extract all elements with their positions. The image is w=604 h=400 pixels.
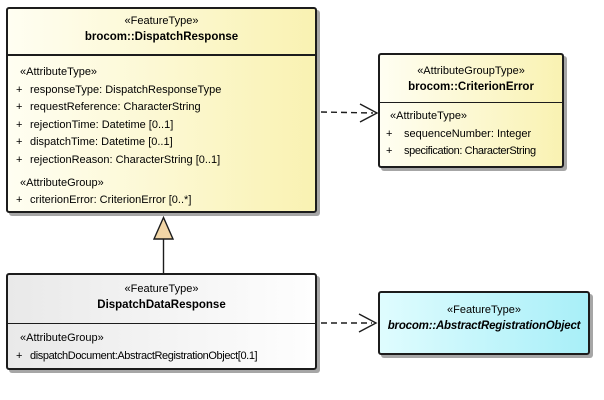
- attribute-row: + rejectionTime: Datetime [0..1]: [8, 117, 315, 135]
- class-box-dispatch-response[interactable]: «FeatureType» brocom::DispatchResponse «…: [6, 7, 317, 213]
- attribute-text: criterionError: CriterionError [0..*]: [30, 194, 192, 207]
- class-title: «FeatureType» DispatchDataResponse: [8, 275, 315, 323]
- attribute-text: rejectionReason: CharacterString [0..1]: [30, 153, 221, 166]
- class-title: «FeatureType» brocom::DispatchResponse: [8, 9, 315, 54]
- attributes-compartment: «AttributeType» + sequenceNumber: Intege…: [380, 102, 562, 161]
- attribute-text: rejectionTime: Datetime [0..1]: [30, 118, 174, 131]
- visibility: +: [16, 118, 23, 131]
- visibility: +: [16, 136, 23, 149]
- visibility: +: [386, 127, 393, 140]
- class-title: «FeatureType» brocom::AbstractRegistrati…: [380, 293, 588, 335]
- attribute-text: requestReference: CharacterString: [30, 101, 201, 114]
- visibility: +: [386, 145, 393, 158]
- attribute-row: + specification: CharacterString: [380, 143, 562, 161]
- dependency-arrow-dispatchresponse-criterionerror[interactable]: [320, 103, 379, 123]
- generalization-arrow-dispatchdataresponse-dispatchresponse[interactable]: [152, 215, 175, 274]
- class-name: brocom::AbstractRegistrationObject: [387, 320, 581, 332]
- attribute-row: + requestReference: CharacterString: [8, 99, 315, 117]
- attribute-text: responseType: DispatchResponseType: [30, 83, 222, 96]
- class-stereotype: «FeatureType»: [447, 304, 521, 316]
- attribute-row: + sequenceNumber: Integer: [380, 126, 562, 144]
- attribute-row: + rejectionReason: CharacterString [0..1…: [8, 152, 315, 170]
- class-name: brocom::DispatchResponse: [84, 31, 239, 43]
- attribute-row: + responseType: DispatchResponseType: [8, 82, 315, 100]
- attribute-text: sequenceNumber: Integer: [404, 127, 532, 140]
- class-box-abstract-registration-object[interactable]: «FeatureType» brocom::AbstractRegistrati…: [378, 291, 590, 355]
- attribute-row: + criterionError: CriterionError [0..*]: [8, 192, 315, 210]
- section-label: «AttributeGroup»: [20, 332, 104, 344]
- visibility: +: [16, 101, 23, 114]
- attribute-row: + dispatchTime: Datetime [0..1]: [8, 134, 315, 152]
- visibility: +: [16, 83, 23, 96]
- attribute-text: dispatchTime: Datetime [0..1]: [30, 136, 173, 149]
- attribute-row: + dispatchDocument:AbstractRegistrationO…: [8, 348, 315, 366]
- class-name: DispatchDataResponse: [97, 299, 226, 311]
- attributes-compartment: «AttributeType» + responseType: Dispatch…: [8, 54, 315, 210]
- visibility: +: [16, 194, 23, 207]
- attribute-text: dispatchDocument:AbstractRegistrationObj…: [30, 349, 258, 362]
- class-name: brocom::CriterionError: [408, 81, 534, 93]
- attributes-compartment: «AttributeGroup» + dispatchDocument:Abst…: [8, 323, 315, 365]
- dependency-arrow-dispatchdataresponse-abstractregistrationobject[interactable]: [321, 313, 378, 333]
- class-stereotype: «AttributeGroupType»: [417, 65, 525, 77]
- class-box-dispatch-data-response[interactable]: «FeatureType» DispatchDataResponse «Attr…: [6, 273, 317, 370]
- visibility: +: [16, 349, 23, 362]
- class-stereotype: «FeatureType»: [124, 283, 199, 295]
- class-box-criterion-error[interactable]: «AttributeGroupType» brocom::CriterionEr…: [378, 53, 564, 168]
- section-label: «AttributeType»: [20, 66, 98, 78]
- class-title: «AttributeGroupType» brocom::CriterionEr…: [380, 55, 562, 102]
- section-label: «AttributeType»: [390, 110, 468, 122]
- class-stereotype: «FeatureType»: [124, 15, 199, 27]
- attribute-text: specification: CharacterString: [404, 145, 536, 158]
- section-label: «AttributeGroup»: [20, 176, 104, 189]
- visibility: +: [16, 153, 23, 166]
